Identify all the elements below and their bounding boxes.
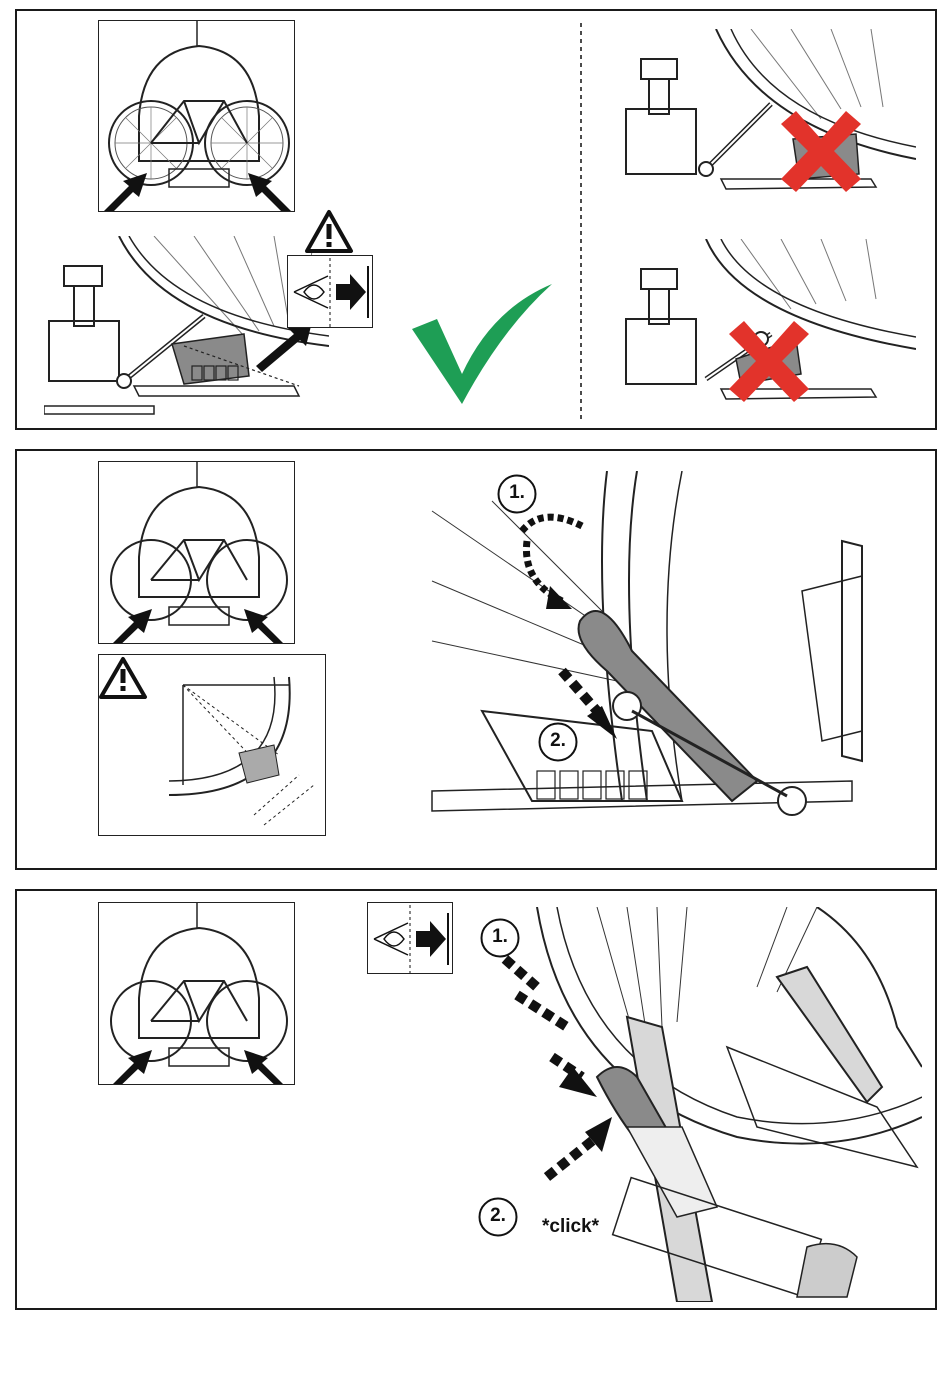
ratchet-detail-illustration xyxy=(477,907,922,1302)
step-2-label: 2. xyxy=(477,1205,519,1227)
step-1-label: 1. xyxy=(496,482,538,504)
inspect-icon-box xyxy=(287,255,373,328)
car-rear-view-thumbnail xyxy=(98,20,295,212)
step-1-label: 1. xyxy=(479,926,521,948)
strap-detail-illustration xyxy=(422,471,892,851)
panel-ratchet-click: 1. 2. *click* xyxy=(15,889,937,1310)
rack-detail-wrong-top xyxy=(621,29,916,214)
step-2-label: 2. xyxy=(537,730,579,752)
car-bike-illustration xyxy=(99,903,295,1085)
strap-angle-illustration xyxy=(99,655,326,836)
panel-divider xyxy=(579,23,583,423)
panel-wheel-position xyxy=(15,9,937,430)
panel-strap-tighten: 1. 2. xyxy=(15,449,937,870)
warning-triangle-icon xyxy=(304,209,354,255)
car-rear-view-thumbnail xyxy=(98,461,295,644)
strap-angle-detail xyxy=(98,654,326,836)
car-bike-illustration xyxy=(99,462,295,644)
car-rear-view-thumbnail xyxy=(98,902,295,1085)
eye-arrow-icon xyxy=(368,903,453,974)
car-bike-illustration xyxy=(99,21,295,212)
click-sound-label: *click* xyxy=(542,1216,599,1238)
rack-detail-wrong-bottom xyxy=(621,239,916,424)
inspect-icon-box xyxy=(367,902,453,974)
eye-arrow-icon xyxy=(288,256,373,328)
check-mark-icon xyxy=(407,279,557,409)
